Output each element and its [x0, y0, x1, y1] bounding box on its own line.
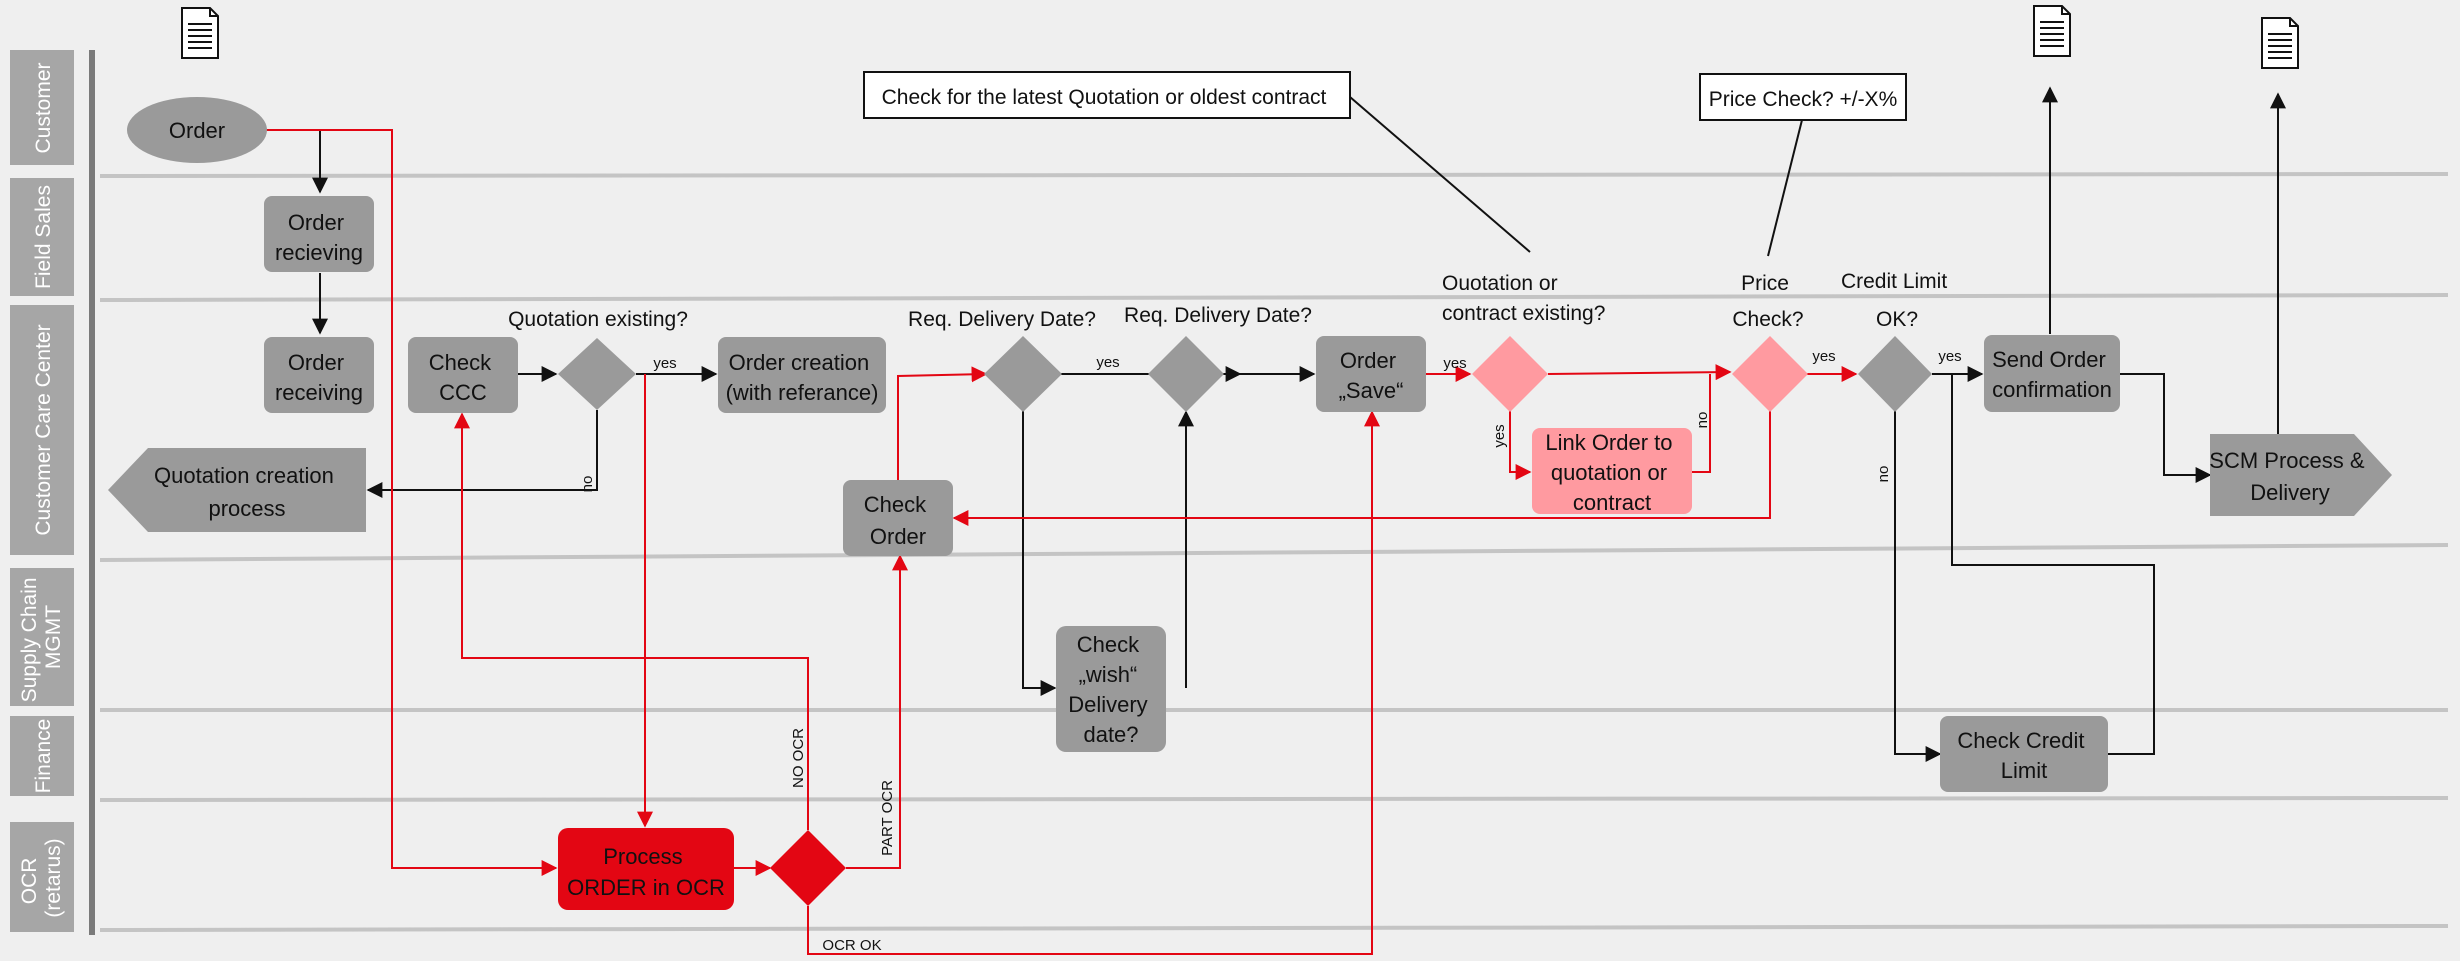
- supply-chain-label: Supply Chain MGMT: [18, 572, 65, 703]
- process-order-ocr-node: Process ORDER in OCR: [558, 828, 734, 910]
- svg-text:SCM Process & Delivery: SCM Process & Delivery: [2209, 448, 2370, 505]
- lane-label-ocr: OCR (retarus): [10, 822, 74, 932]
- svg-text:Quotation creation proce: Quotation creation process: [154, 463, 340, 521]
- callout-price-check: Price Check? +/-X%: [1699, 73, 1907, 121]
- svg-text:Order „Save“: Order „Save“: [1339, 348, 1404, 403]
- scm-process-delivery-node: SCM Process & Delivery: [2209, 434, 2392, 516]
- send-order-confirmation-node: Send Order confirmation: [1984, 335, 2120, 412]
- svg-text:Order recieving: Order recieving: [275, 210, 363, 265]
- svg-text:Check CCC: Check CCC: [429, 350, 497, 405]
- svg-text:Quotation existing?: Quotation existing?: [508, 308, 688, 331]
- svg-text:Customer: Customer: [32, 62, 55, 153]
- order-receiving-node: Order receiving: [264, 337, 374, 413]
- svg-text:yes: yes: [1443, 355, 1466, 372]
- lane-label-finance: Finance: [10, 716, 74, 796]
- svg-text:Price Check? +/-X%: Price Check? +/-X%: [1709, 88, 1898, 111]
- check-ccc-node: Check CCC: [408, 337, 518, 413]
- svg-text:Send Order confirmation: Send Order confirmation: [1992, 347, 2112, 402]
- ocr-decision: [770, 830, 846, 906]
- callout-latest-quotation: Check for the latest Quotation or oldest…: [863, 71, 1351, 119]
- svg-text:yes: yes: [1938, 348, 1961, 365]
- svg-text:Req. Delivery Date?: Req. Delivery Date?: [1124, 304, 1312, 327]
- req-delivery-date-decision-2: Req. Delivery Date?: [1124, 304, 1312, 412]
- svg-text:Order creation (with ref: Order creation (with referance): [726, 350, 879, 405]
- credit-limit-decision: Credit Limit OK?: [1841, 270, 1953, 412]
- svg-text:Link Order to quotation: Link Order to quotation or contract: [1545, 430, 1678, 515]
- check-order-node: Check Order: [843, 480, 953, 556]
- svg-text:Process ORDER in OCR: Process ORDER in OCR: [567, 844, 725, 900]
- quotation-or-contract-decision: Ouotation or contract existing?: [1442, 272, 1605, 412]
- lane-label-customer: Customer: [10, 50, 74, 165]
- svg-text:Check Credit Limit: Check Credit Limit: [1957, 728, 2090, 783]
- svg-text:Customer Care Center: Customer Care Center: [32, 324, 55, 535]
- connectors-red: [264, 129, 1858, 955]
- req-delivery-date-decision-1: Req. Delivery Date?: [908, 308, 1096, 412]
- svg-text:yes: yes: [1491, 424, 1508, 447]
- svg-text:Check for the latest Quotation: Check for the latest Quotation or oldest…: [882, 86, 1327, 109]
- svg-text:Price Check?: Price Check?: [1732, 272, 1803, 331]
- order-save-node: Order „Save“: [1316, 336, 1426, 412]
- order-creation-node: Order creation (with referance): [718, 337, 886, 413]
- document-icon: [2033, 5, 2071, 57]
- link-order-node: Link Order to quotation or contract: [1532, 428, 1692, 515]
- order-recieving-node: Order recieving: [264, 196, 374, 272]
- svg-text:yes: yes: [1812, 348, 1835, 365]
- svg-text:OCR OK: OCR OK: [822, 937, 881, 954]
- svg-text:PART OCR: PART OCR: [879, 780, 896, 856]
- connectors-black: [264, 86, 2286, 762]
- order-start-node: Order: [127, 97, 267, 163]
- svg-text:Check „wish“ Deliv: Check „wish“ Delivery date?: [1068, 632, 1154, 747]
- svg-text:OCR (retarus): OCR (retarus): [18, 838, 65, 917]
- svg-text:Req. Delivery Date?: Req. Delivery Date?: [908, 308, 1096, 331]
- swimlane-separators: [99, 172, 2449, 932]
- lane-label-field-sales: Field Sales: [10, 178, 74, 296]
- svg-text:no: no: [1694, 412, 1711, 429]
- quotation-creation-process-node: Quotation creation process: [108, 448, 366, 532]
- svg-text:NO OCR: NO OCR: [790, 728, 807, 788]
- edge-labels: yes no yes yes yes no yes yes no NO OCR …: [579, 348, 1962, 954]
- svg-text:Check Order: Check Order: [864, 492, 932, 549]
- quotation-existing-decision: Quotation existing?: [508, 308, 688, 410]
- price-check-decision: Price Check?: [1732, 272, 1808, 412]
- svg-text:Field Sales: Field Sales: [32, 185, 55, 289]
- svg-text:yes: yes: [653, 355, 676, 372]
- svg-text:Order: Order: [169, 118, 225, 143]
- svg-text:yes: yes: [1096, 354, 1119, 371]
- check-credit-limit-node: Check Credit Limit: [1940, 716, 2108, 792]
- svg-text:Order receiving: Order receiving: [275, 350, 363, 405]
- document-icon: [2261, 17, 2299, 69]
- check-wish-delivery-date-node: Check „wish“ Delivery date?: [1056, 626, 1166, 752]
- lane-label-customer-care-center: Customer Care Center: [10, 305, 74, 555]
- svg-text:Finance: Finance: [32, 719, 55, 794]
- svg-text:no: no: [1875, 466, 1892, 483]
- svg-text:Credit Limit OK?: Credit Limit OK?: [1841, 270, 1953, 331]
- svg-text:Ouotation or contract ex: Ouotation or contract existing?: [1442, 272, 1605, 325]
- svg-text:no: no: [579, 476, 596, 493]
- document-icon: [181, 7, 219, 59]
- lane-label-supply-chain: Supply Chain MGMT: [10, 568, 74, 706]
